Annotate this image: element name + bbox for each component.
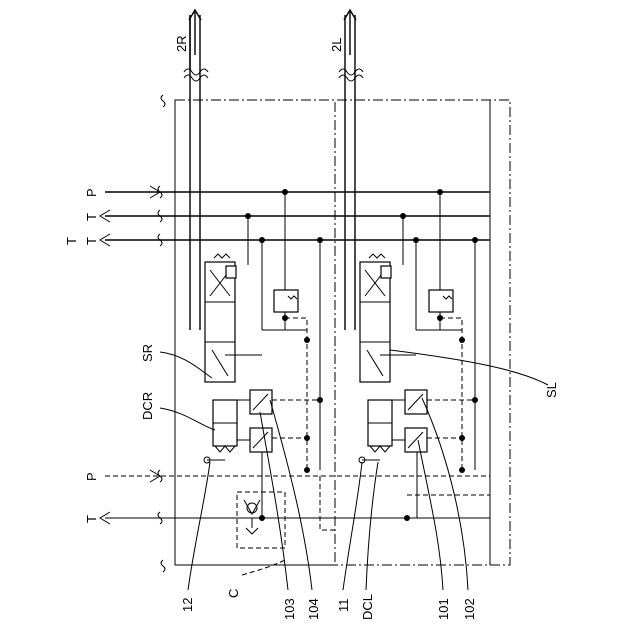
output-2r-lines [184,10,208,330]
label-dcr: DCR [140,392,155,420]
label-port-p-top: P [84,188,99,197]
label-101: 101 [436,598,451,620]
label-c: C [226,589,241,598]
label-2r: 2R [174,35,189,52]
label-dcl: DCL [360,594,375,620]
label-104: 104 [306,598,321,620]
label-102: 102 [462,598,477,620]
right-section-frame [175,100,335,565]
label-sl: SL [544,382,559,398]
label-port-t-top-1: T [84,213,99,221]
label-11: 11 [336,599,351,613]
label-port-t-bottom: T [84,515,99,523]
lower-lines [100,470,490,565]
label-2l: 2L [329,38,344,52]
supply-lines [100,95,490,572]
label-port-t-top-3: T [64,237,79,245]
label-port-p-bottom: P [84,472,99,481]
label-103: 103 [282,598,297,620]
label-port-t-top-2: T [84,237,99,245]
label-sr: SR [140,344,155,362]
output-2l-lines [339,10,363,330]
label-12: 12 [180,598,195,612]
right-section-valves [204,192,320,518]
